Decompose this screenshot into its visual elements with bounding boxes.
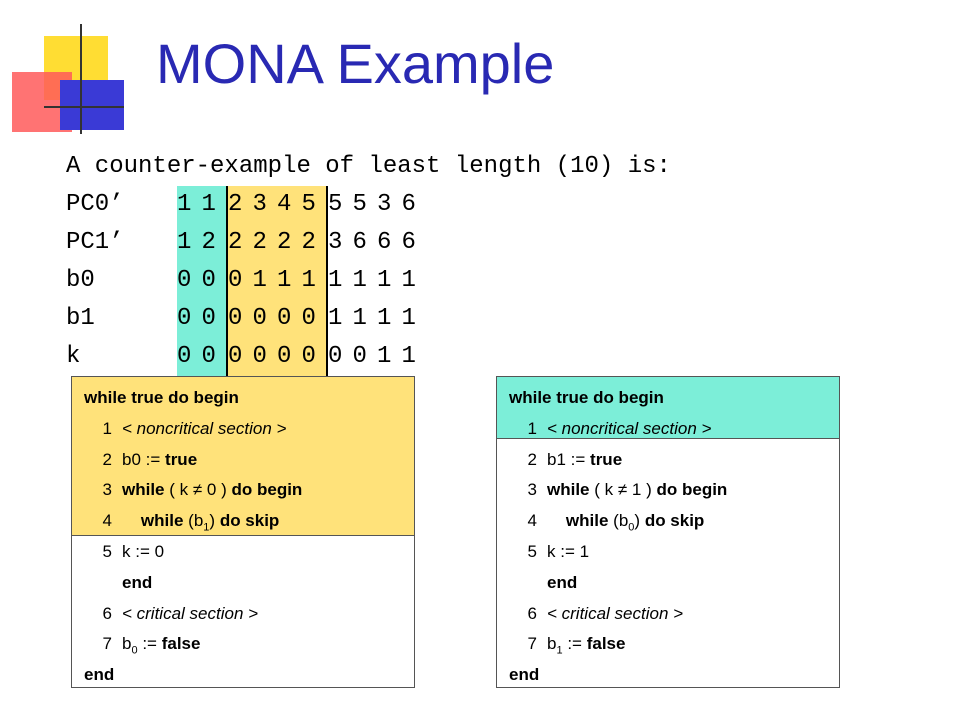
trace-row-label: PC1’ bbox=[66, 229, 124, 256]
trace-cell: 1 bbox=[277, 262, 302, 300]
trace-cell: 1 bbox=[377, 305, 392, 332]
trace-cell: 0 bbox=[301, 338, 328, 376]
trace-cell: 1 bbox=[252, 262, 277, 300]
trace-cell: 1 bbox=[201, 186, 226, 224]
trace-cell: 6 bbox=[352, 229, 367, 256]
trace-cell: 1 bbox=[177, 224, 202, 262]
trace-cell: 1 bbox=[401, 267, 416, 294]
process-0-code: while true do begin 1< noncritical secti… bbox=[71, 376, 415, 688]
trace-cell: 1 bbox=[377, 267, 392, 294]
code-line-1: 1< noncritical section > bbox=[527, 418, 712, 438]
trace-cell: 0 bbox=[301, 300, 328, 338]
code-line-4: 4 while (b1) do skip bbox=[102, 511, 280, 534]
trace-cell: 0 bbox=[226, 338, 253, 376]
trace-cell: 0 bbox=[352, 343, 367, 370]
trace-row-label: b1 bbox=[66, 305, 95, 332]
code-line-end: end bbox=[509, 665, 540, 685]
trace-cell: 6 bbox=[401, 229, 416, 256]
trace-row-label: b0 bbox=[66, 267, 95, 294]
trace-cell: 2 bbox=[226, 186, 253, 224]
trace-cell: 0 bbox=[226, 300, 253, 338]
trace-cell: 4 bbox=[277, 186, 302, 224]
trace-row-label: PC0’ bbox=[66, 191, 124, 218]
code-line-end-inner: end bbox=[122, 572, 153, 592]
trace-cell: 0 bbox=[177, 300, 202, 338]
trace-cell: 1 bbox=[301, 262, 328, 300]
trace-cell: 2 bbox=[301, 224, 328, 262]
trace-cell: 0 bbox=[277, 300, 302, 338]
code-line-4: 4 while (b0) do skip bbox=[527, 511, 705, 534]
trace-cell: 2 bbox=[252, 224, 277, 262]
trace-cell: 6 bbox=[401, 191, 416, 218]
trace-cell: 6 bbox=[377, 229, 392, 256]
trace-cell: 0 bbox=[252, 300, 277, 338]
trace-cell: 0 bbox=[201, 300, 226, 338]
trace-cell: 1 bbox=[328, 267, 343, 294]
trace-row-label: k bbox=[66, 343, 81, 370]
counter-example-trace: A counter-example of least length (10) i… bbox=[66, 148, 671, 376]
code-line-1: 1< noncritical section > bbox=[102, 418, 287, 438]
trace-cell: 1 bbox=[177, 186, 202, 224]
trace-cell: 0 bbox=[201, 338, 226, 376]
trace-cell: 1 bbox=[377, 343, 392, 370]
trace-cell: 3 bbox=[377, 191, 392, 218]
trace-cell: 1 bbox=[401, 305, 416, 332]
trace-cell: 1 bbox=[401, 343, 416, 370]
trace-cell: 3 bbox=[328, 229, 343, 256]
trace-cell: 0 bbox=[252, 338, 277, 376]
trace-cell: 3 bbox=[252, 186, 277, 224]
code-line-header: while true do begin bbox=[509, 388, 664, 407]
code-line-6: 6< critical section > bbox=[102, 603, 259, 623]
decor-line-vertical bbox=[80, 24, 82, 134]
trace-cell: 5 bbox=[328, 191, 343, 218]
trace-cell: 5 bbox=[352, 191, 367, 218]
trace-cell: 0 bbox=[226, 262, 253, 300]
code-line-end-inner: end bbox=[547, 572, 578, 592]
trace-cell: 1 bbox=[328, 305, 343, 332]
trace-cell: 2 bbox=[226, 224, 253, 262]
trace-cell: 1 bbox=[352, 267, 367, 294]
process-1-highlight bbox=[497, 377, 839, 439]
trace-cell: 1 bbox=[352, 305, 367, 332]
trace-cell: 0 bbox=[201, 262, 226, 300]
code-line-6: 6< critical section > bbox=[527, 603, 684, 623]
trace-cell: 5 bbox=[301, 186, 328, 224]
trace-cell: 0 bbox=[177, 338, 202, 376]
trace-cell: 0 bbox=[177, 262, 202, 300]
process-0-highlight bbox=[72, 377, 414, 536]
trace-cell: 2 bbox=[277, 224, 302, 262]
process-1-code: while true do begin 1< noncritical secti… bbox=[496, 376, 840, 688]
code-line-header: while true do begin bbox=[84, 388, 239, 407]
trace-cell: 0 bbox=[277, 338, 302, 376]
code-line-end: end bbox=[84, 665, 115, 685]
slide-title: MONA Example bbox=[156, 32, 555, 95]
trace-heading: A counter-example of least length (10) i… bbox=[66, 153, 671, 180]
decor-line-horizontal bbox=[44, 106, 124, 108]
trace-cell: 0 bbox=[328, 343, 343, 370]
trace-cell: 2 bbox=[201, 224, 226, 262]
decor-square-blue bbox=[60, 80, 124, 130]
